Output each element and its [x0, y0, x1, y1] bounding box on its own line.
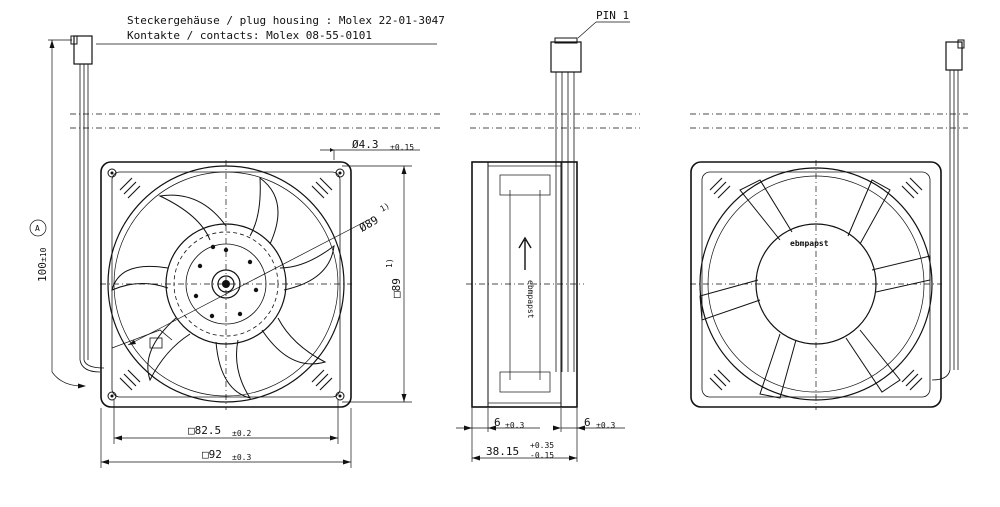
rear-plug-connector — [945, 41, 963, 71]
hole-diameter-label: Ø4.3 — [352, 138, 379, 151]
rear-view: ebmpapst — [690, 39, 968, 410]
square-82-5-label: □82.5 — [188, 424, 221, 437]
svg-text:±0.3: ±0.3 — [596, 421, 615, 430]
plug-connector — [73, 35, 93, 65]
svg-text:±0.3: ±0.3 — [505, 421, 524, 430]
lead-length-label: 100 — [36, 262, 49, 282]
svg-text:+0.35: +0.35 — [530, 441, 554, 450]
flange-right-label: 6 — [584, 416, 591, 429]
front-view — [70, 35, 440, 410]
flange-left-label: 6 — [494, 416, 501, 429]
detail-a-marker — [29, 219, 47, 237]
brand-logo-label: ebmpapst — [790, 239, 829, 248]
square-92-label: □92 — [202, 448, 222, 461]
front-view-dimensions: Ø4.3 ±0.15 Ø89 1) □89 1) 100 ±10 A □82.5 — [29, 39, 420, 468]
airflow-arrow-icon — [518, 236, 532, 270]
plug-housing-note: Steckergehäuse / plug housing : Molex 22… — [127, 14, 445, 27]
svg-text:±0.3: ±0.3 — [232, 453, 251, 462]
side-view: PIN 1 ebmpapst — [466, 9, 640, 408]
svg-text:A: A — [35, 224, 40, 233]
side-brand-label: ebmpapst — [526, 280, 535, 319]
square-89-label: □89 — [390, 278, 403, 298]
hole-diameter-tol: ±0.15 — [390, 143, 414, 152]
contacts-note: Kontakte / contacts: Molex 08-55-0101 — [127, 29, 372, 42]
side-plug-connector — [550, 41, 582, 73]
svg-text:-0.15: -0.15 — [530, 451, 554, 460]
mounting-hole — [107, 168, 345, 401]
lead-length-tol: ±10 — [39, 247, 48, 262]
side-view-dimensions: 6 ±0.3 6 ±0.3 38.15 +0.35 -0.15 — [456, 408, 625, 462]
pin-1-label: PIN 1 — [596, 9, 629, 22]
fan-blades — [111, 176, 335, 399]
svg-text:±0.2: ±0.2 — [232, 429, 251, 438]
venturi-diameter-label: Ø89 — [357, 213, 381, 234]
svg-text:1): 1) — [385, 258, 394, 268]
rear-spokes — [699, 179, 931, 399]
depth-label: 38.15 — [486, 445, 519, 458]
svg-text:1): 1) — [379, 201, 392, 214]
